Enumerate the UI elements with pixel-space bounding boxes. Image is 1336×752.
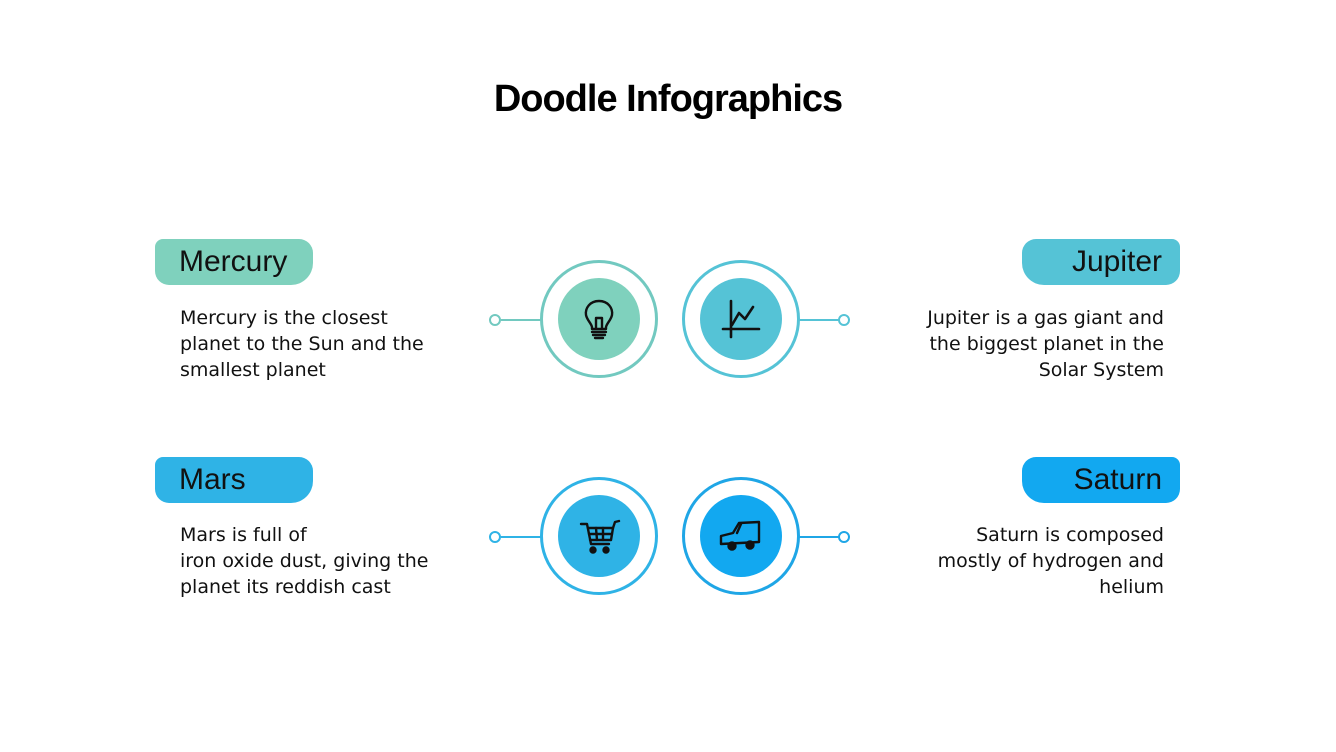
label-saturn: Saturn — [1022, 457, 1180, 503]
shopping-cart-icon — [579, 519, 621, 554]
icon-circle-mercury — [558, 278, 640, 360]
icon-ring-saturn — [682, 477, 800, 595]
icon-circle-jupiter — [700, 278, 782, 360]
line-chart-icon — [721, 299, 761, 339]
icon-circle-mars — [558, 495, 640, 577]
description-jupiter: Jupiter is a gas giant and the biggest p… — [927, 307, 1164, 381]
truck-icon — [719, 520, 761, 551]
connector-dot-mars — [489, 531, 501, 543]
connector-line-mars — [501, 536, 541, 538]
icon-ring-jupiter — [682, 260, 800, 378]
label-mars: Mars — [155, 457, 313, 503]
connector-dot-jupiter — [838, 314, 850, 326]
icon-circle-saturn — [700, 495, 782, 577]
description-mars: Mars is full of iron oxide dust, giving … — [180, 524, 429, 598]
description-saturn: Saturn is composed mostly of hydrogen an… — [937, 524, 1164, 598]
icon-ring-mercury — [540, 260, 658, 378]
connector-dot-saturn — [838, 531, 850, 543]
connector-line-mercury — [501, 319, 541, 321]
connector-dot-mercury — [489, 314, 501, 326]
connector-line-saturn — [799, 536, 839, 538]
lightbulb-icon — [584, 299, 614, 340]
icon-ring-mars — [540, 477, 658, 595]
description-mercury: Mercury is the closest planet to the Sun… — [180, 307, 424, 381]
page-title: Doodle Infographics — [493, 78, 843, 120]
connector-line-jupiter — [799, 319, 839, 321]
label-jupiter: Jupiter — [1022, 239, 1180, 285]
label-mercury: Mercury — [155, 239, 313, 285]
